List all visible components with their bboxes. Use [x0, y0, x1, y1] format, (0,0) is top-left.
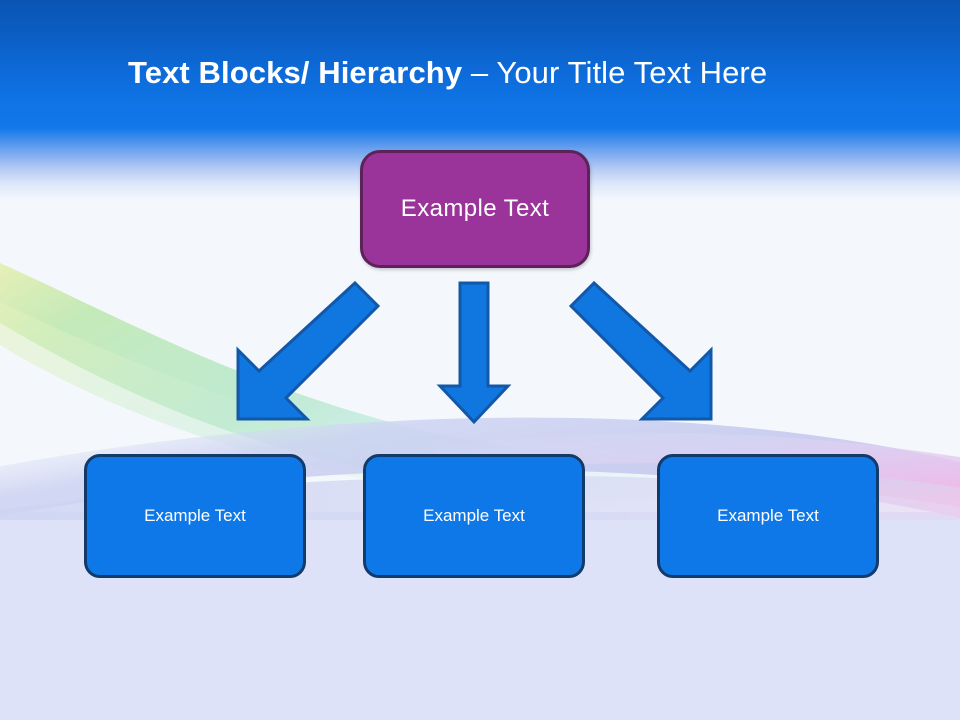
slide-title-bold: Text Blocks/ Hierarchy: [128, 55, 471, 90]
diagram-node-child-1-label: Example Text: [144, 506, 246, 525]
diagram-node-root[interactable]: Example Text: [360, 150, 590, 268]
slide-title-light: – Your Title Text Here: [470, 55, 768, 90]
slide-title: Text Blocks/ Hierarchy – Your Title Text…: [128, 52, 767, 94]
diagram-node-root-label: Example Text: [400, 195, 550, 222]
diagram-node-child-1[interactable]: Example Text: [84, 454, 306, 578]
diagram-node-child-3[interactable]: Example Text: [657, 454, 879, 578]
diagram-node-child-2[interactable]: Example Text: [363, 454, 585, 578]
diagram-node-child-3-label: Example Text: [717, 506, 819, 525]
diagram-node-child-2-label: Example Text: [423, 506, 525, 525]
